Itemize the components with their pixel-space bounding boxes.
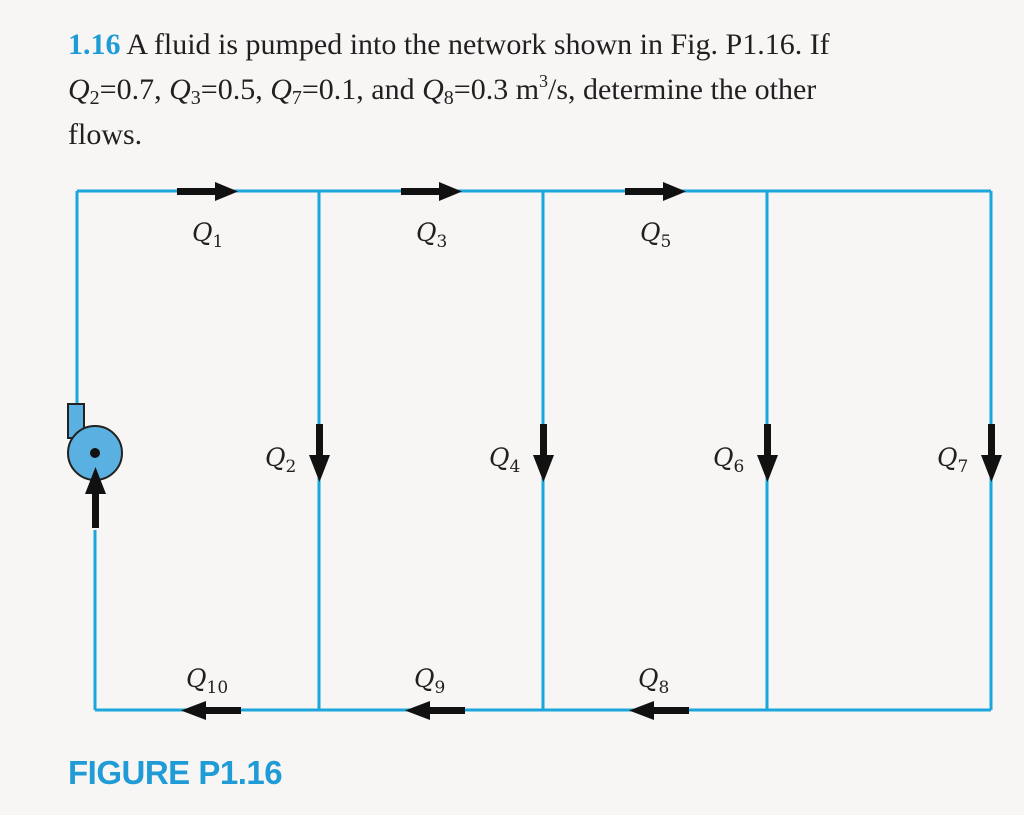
unit-tail: /s, determine the other [548,73,817,106]
flow-arrows [85,182,1002,720]
given-q3-value: 0.5 [217,73,256,106]
given-q8-sub: 8 [443,87,454,109]
label-q3: Q3 [416,218,447,252]
problem-line1: A fluid is pumped into the network shown… [126,28,830,61]
figure-caption: FIGURE P1.16 [68,754,283,791]
given-q3-symbol: Q [169,73,191,106]
unit-exponent: 3 [539,71,549,91]
arrow-q9 [405,701,465,720]
given-q2-value: 0.7 [116,73,155,106]
given-q7-symbol: Q [270,73,292,106]
arrow-q3 [401,182,462,201]
arrow-q5 [625,182,686,201]
label-q10: Q10 [186,664,228,698]
flow-labels: Q1 Q3 Q5 Q2 Q4 Q6 Q7 Q10 Q9 Q8 [186,218,968,698]
label-q6: Q6 [713,443,744,477]
given-q7-sub: 7 [291,87,302,109]
arrow-pump-inlet [85,467,106,528]
given-q7-value: 0.1 [318,73,357,106]
label-q4: Q4 [489,443,520,477]
label-q8: Q8 [638,664,669,698]
arrow-q7 [981,424,1002,482]
label-q1: Q1 [192,218,223,252]
and-word: and [371,73,415,106]
label-q9: Q9 [414,664,445,698]
pump-shaft [90,448,100,458]
problem-number: 1.16 [68,28,121,61]
unit-base: m [515,73,540,106]
label-q2: Q2 [265,443,296,477]
given-q8-symbol: Q [422,73,444,106]
problem-statement: 1.16 A fluid is pumped into the network … [68,28,830,151]
label-q5: Q5 [640,218,671,252]
arrow-q8 [629,701,689,720]
arrow-q6 [757,424,778,482]
arrow-q1 [177,182,238,201]
arrow-q4 [533,424,554,482]
label-q7: Q7 [937,443,968,477]
problem-line3: flows. [68,118,143,151]
given-q8-value: 0.3 [470,73,509,106]
pipe-lines [75,189,993,712]
given-q3-sub: 3 [190,87,201,109]
arrow-q2 [309,424,330,482]
pump [67,403,123,481]
arrow-q10 [181,701,241,720]
given-q2-sub: 2 [89,87,100,109]
given-q2-symbol: Q [68,73,90,106]
